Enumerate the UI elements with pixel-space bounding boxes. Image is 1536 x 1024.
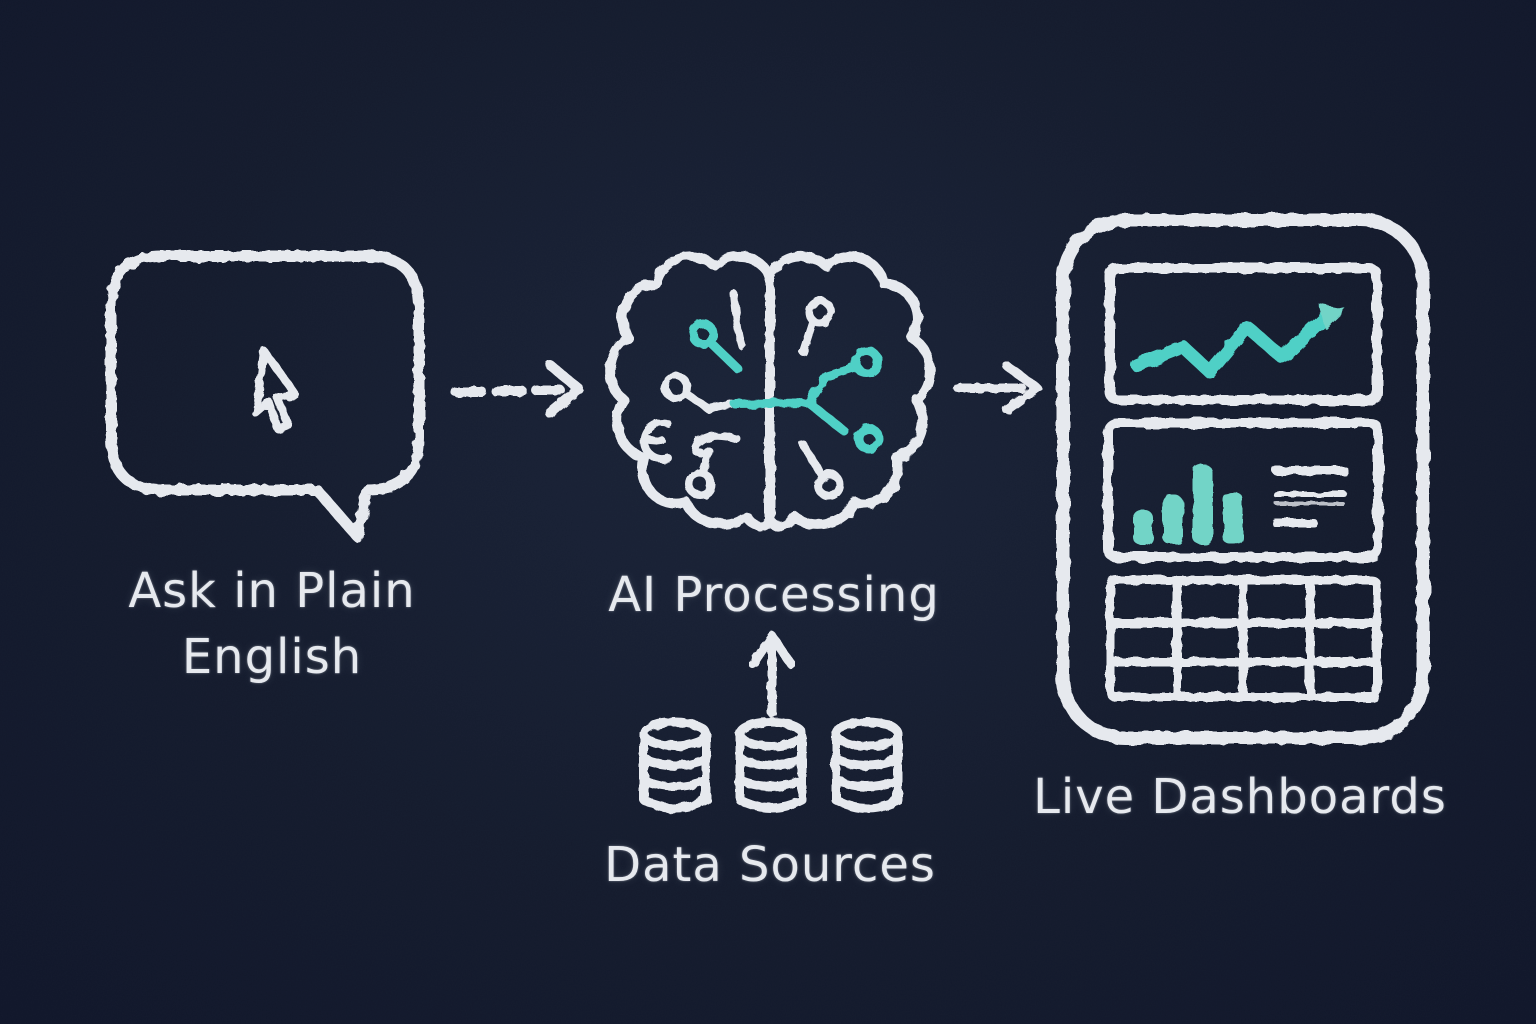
line-chart-panel <box>1105 263 1382 405</box>
arrow-right-icon <box>953 361 1042 415</box>
step-label-ask: Ask in Plain English <box>128 558 415 690</box>
brain-outline-right <box>765 251 935 532</box>
tablet-frame <box>1056 213 1430 745</box>
mini-bar-chart <box>1133 465 1243 545</box>
circuit-nodes-white <box>640 290 844 500</box>
database-cylinders-icon <box>639 717 903 813</box>
brain-outline-left <box>605 251 775 532</box>
trend-line <box>1130 306 1337 379</box>
bar-chart-panel <box>1103 418 1383 562</box>
speech-bubble-outline <box>105 250 425 542</box>
circuit-branch-teal <box>688 319 884 454</box>
step-label-ask-line1: Ask in Plain <box>128 563 416 619</box>
table-grid <box>1105 575 1382 702</box>
brain-circuit-icon <box>605 251 935 532</box>
dashed-arrow-right-icon <box>451 360 584 418</box>
step-label-ask-line2: English <box>181 629 363 685</box>
arrow-up-icon <box>748 631 796 718</box>
input-label-data-sources: Data Sources <box>604 837 936 893</box>
cursor-icon <box>252 347 300 433</box>
trend-arrow-tip <box>1319 304 1346 329</box>
database-cylinder <box>735 717 807 813</box>
speech-bubble-cursor-icon <box>105 250 425 542</box>
text-lines <box>1272 466 1348 527</box>
tablet-dashboard-icon <box>1056 213 1430 745</box>
database-cylinder <box>639 717 711 813</box>
database-cylinder <box>831 717 903 813</box>
step-label-live-dashboards: Live Dashboards <box>1033 769 1447 825</box>
step-label-ai: AI Processing <box>608 567 940 623</box>
